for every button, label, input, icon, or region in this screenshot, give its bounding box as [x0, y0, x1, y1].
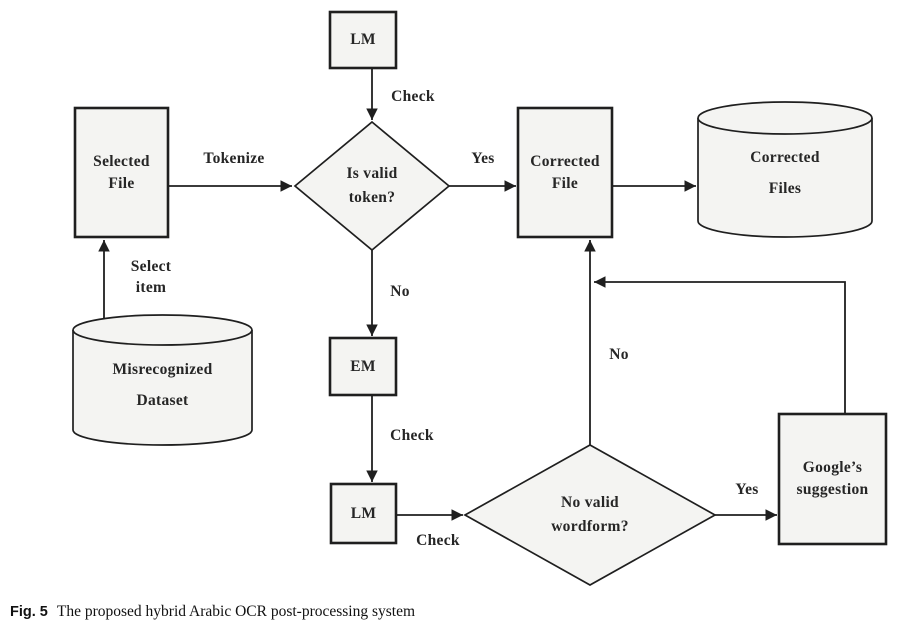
edge-label-yes-top: Yes — [471, 150, 495, 167]
is-valid-token-diamond — [293, 120, 451, 252]
em-label: EM — [350, 357, 376, 375]
edge-label-no-return: No — [609, 346, 629, 363]
misrecognized-dataset-label: Misrecognized Dataset — [112, 361, 213, 409]
edge-label-select-item: Select item — [130, 258, 172, 296]
corrected-files-label: Corrected Files — [750, 148, 820, 197]
selected-file-box — [73, 106, 170, 239]
lm-top-box — [328, 10, 398, 70]
lm-top-label: LM — [350, 31, 376, 48]
no-valid-wordform-label: No valid wordform? — [551, 494, 629, 535]
is-valid-token-label: Is valid token? — [346, 165, 398, 206]
corrected-files-cylinder-top — [697, 101, 873, 135]
misrecognized-dataset-cylinder-body — [72, 330, 253, 446]
selected-file-label: Selected File — [93, 152, 150, 192]
misrecognized-dataset-cylinder-top — [72, 314, 253, 346]
corrected-file-box — [516, 106, 614, 239]
figure-caption-tag: Fig. 5 — [10, 604, 48, 620]
google-suggestion-box — [777, 412, 888, 546]
arrow-google-return — [594, 276, 846, 414]
figure-caption-text: The proposed hybrid Arabic OCR post-proc… — [56, 603, 416, 620]
edge-label-no-top: No — [390, 283, 410, 300]
lm-bottom-box — [329, 482, 398, 545]
google-suggestion-label: Google’s suggestion — [796, 459, 869, 498]
edge-label-yes-bottom: Yes — [735, 481, 759, 498]
corrected-files-cylinder-body — [697, 118, 873, 238]
edge-label-check-top: Check — [391, 88, 435, 105]
em-box — [328, 336, 398, 397]
lm-bottom-label: LM — [350, 504, 377, 522]
edge-label-tokenize: Tokenize — [203, 150, 265, 167]
edge-label-check-mid: Check — [390, 427, 434, 444]
no-valid-wordform-diamond — [463, 444, 717, 586]
edge-label-check-bottom: Check — [416, 532, 460, 549]
corrected-file-label: Corrected File — [530, 152, 600, 192]
figure-caption: Fig. 5 The proposed hybrid Arabic OCR pos… — [10, 603, 415, 621]
